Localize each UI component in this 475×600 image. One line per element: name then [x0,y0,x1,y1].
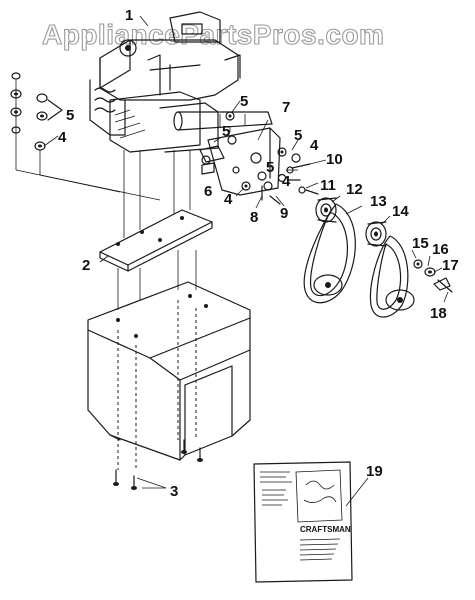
callout-16: 16 [432,241,449,258]
callout-4-lower: 4 [224,191,233,208]
bracket-part [199,127,281,196]
callout-5-bracket: 5 [222,123,230,140]
callout-4-left: 4 [58,129,67,146]
callout-5-top: 5 [240,93,248,110]
callout-8: 8 [250,209,258,226]
callout-3: 3 [170,483,178,500]
callout-2: 2 [82,257,90,274]
engine-part [89,11,273,153]
callout-19: 19 [366,463,383,480]
callout-12: 12 [346,181,363,198]
leader-lines [43,15,449,507]
callout-15: 15 [412,235,429,252]
callout-6: 6 [204,183,212,200]
mounting-plate-part [99,209,213,272]
callout-4-mid: 4 [282,173,291,190]
callout-5-left: 5 [66,107,74,124]
callout-9: 9 [280,205,288,222]
belt-part-13 [303,203,356,304]
callout-5-right: 5 [294,127,302,144]
carriage-bolts [113,439,203,490]
callout-10: 10 [326,151,343,168]
callout-13: 13 [370,193,387,210]
callout-14: 14 [392,203,409,220]
callout-17: 17 [442,257,459,274]
bracket-hardware [201,111,311,205]
left-hardware [10,72,161,201]
manual-brand-text: CRAFTSMAN [300,525,351,534]
frame-housing [87,281,251,470]
callout-11: 11 [320,177,336,194]
callout-4-upper: 4 [310,137,319,154]
pulley-hardware [298,186,453,293]
watermark-text: AppliancePartsPros.com [42,19,384,50]
owners-manual-part: CRAFTSMAN [253,461,353,583]
callout-18: 18 [430,305,447,322]
pulley-part-14 [365,221,387,247]
callout-1: 1 [125,7,133,24]
callout-5-lower: 5 [266,159,274,176]
callout-7: 7 [282,99,290,116]
mounting-bolts [117,150,197,310]
belt-part-15 [369,235,415,318]
callouts: 1 2 3 4 4 4 4 5 5 5 5 5 6 7 8 9 10 11 12… [58,7,459,500]
